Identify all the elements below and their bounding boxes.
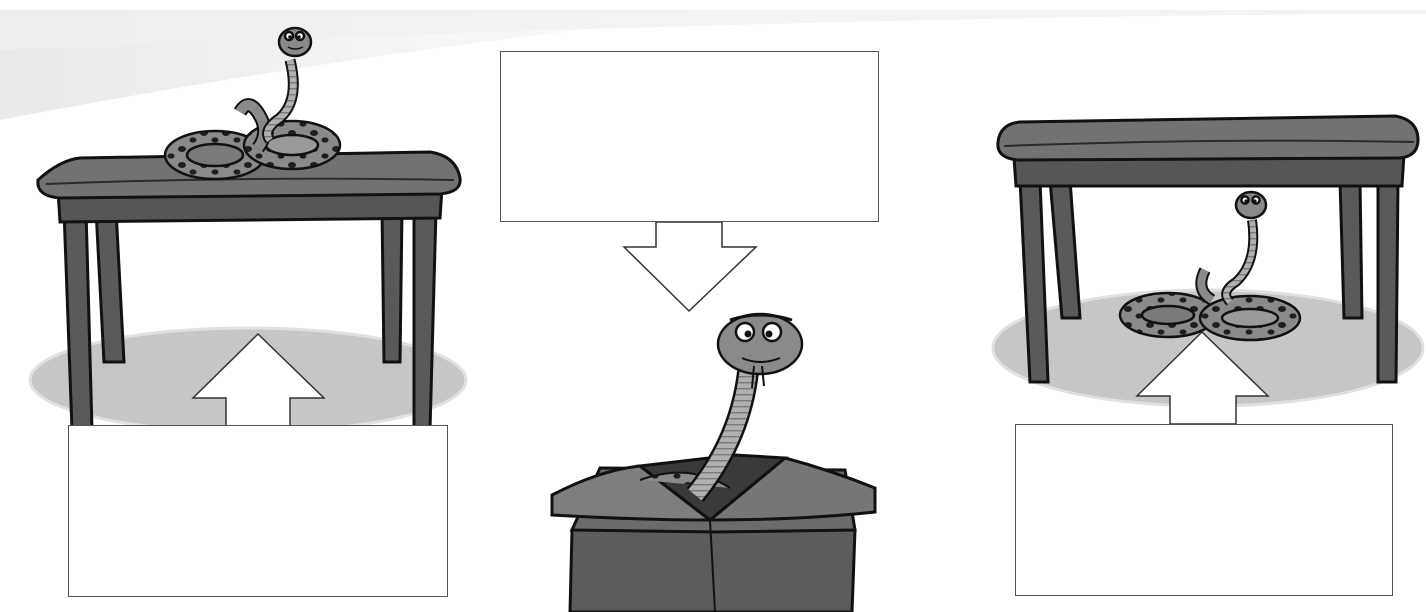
arrow-down-center	[624, 222, 756, 311]
answer-box-center[interactable]	[500, 51, 879, 222]
snake-head	[718, 314, 802, 374]
snake-head	[279, 28, 311, 56]
scene-snake-under-table	[993, 116, 1423, 424]
answer-box-right[interactable]	[1015, 424, 1393, 596]
scene-snake-in-box	[552, 222, 875, 612]
snake-head	[1236, 192, 1266, 218]
snake-under-table	[1120, 192, 1300, 340]
answer-box-left[interactable]	[68, 425, 448, 597]
